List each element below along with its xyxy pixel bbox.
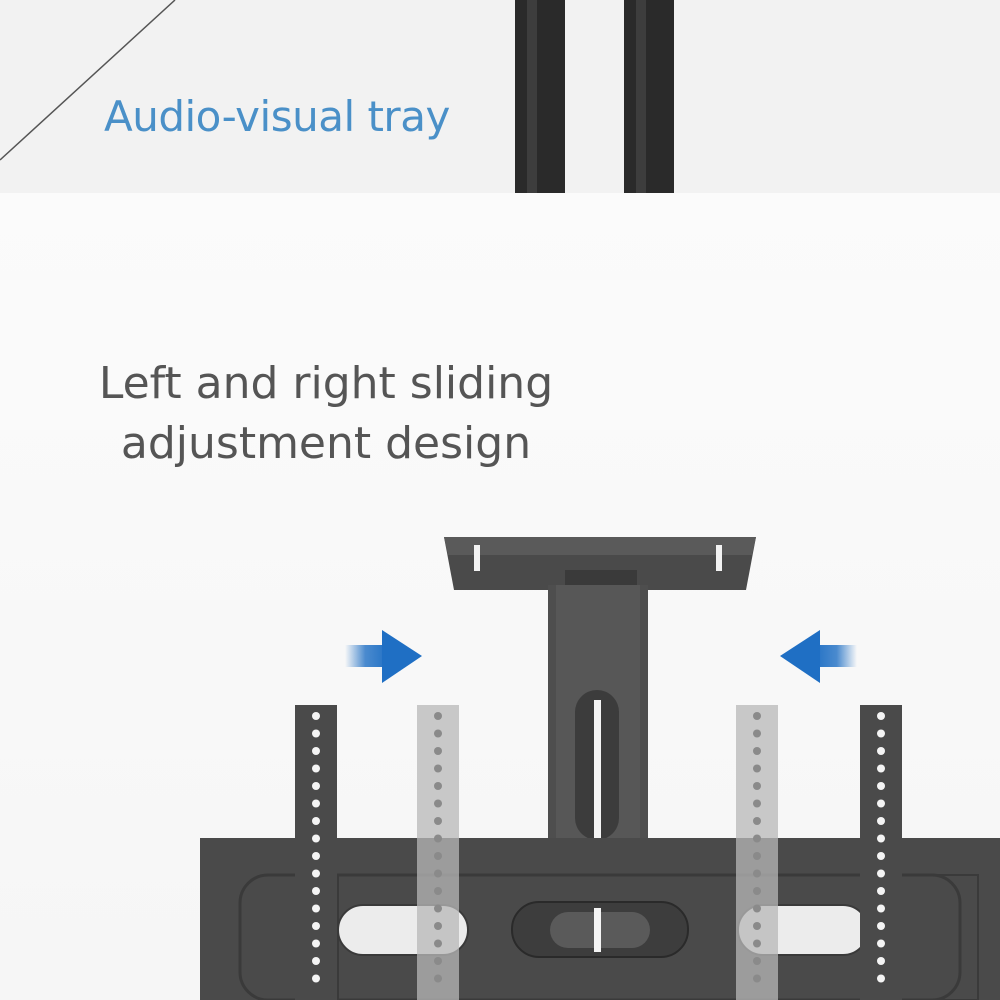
center-column: [548, 585, 648, 840]
stand-pole-right: [624, 0, 674, 193]
main-caption: Left and right sliding adjustment design: [46, 354, 606, 474]
main-caption-line2: adjustment design: [120, 418, 532, 469]
arrow-right-icon: [345, 630, 422, 683]
top-band: Audio-visual tray: [0, 0, 1000, 193]
main-caption-line1: Left and right sliding: [98, 358, 554, 409]
bracket-holes: [312, 712, 885, 983]
top-band-art: [0, 0, 674, 193]
av-tray: [444, 537, 756, 604]
arrow-left-icon: [780, 630, 857, 683]
diagonal-line: [0, 0, 176, 161]
stand-pole-left: [515, 0, 565, 193]
top-caption: Audio-visual tray: [104, 92, 450, 141]
